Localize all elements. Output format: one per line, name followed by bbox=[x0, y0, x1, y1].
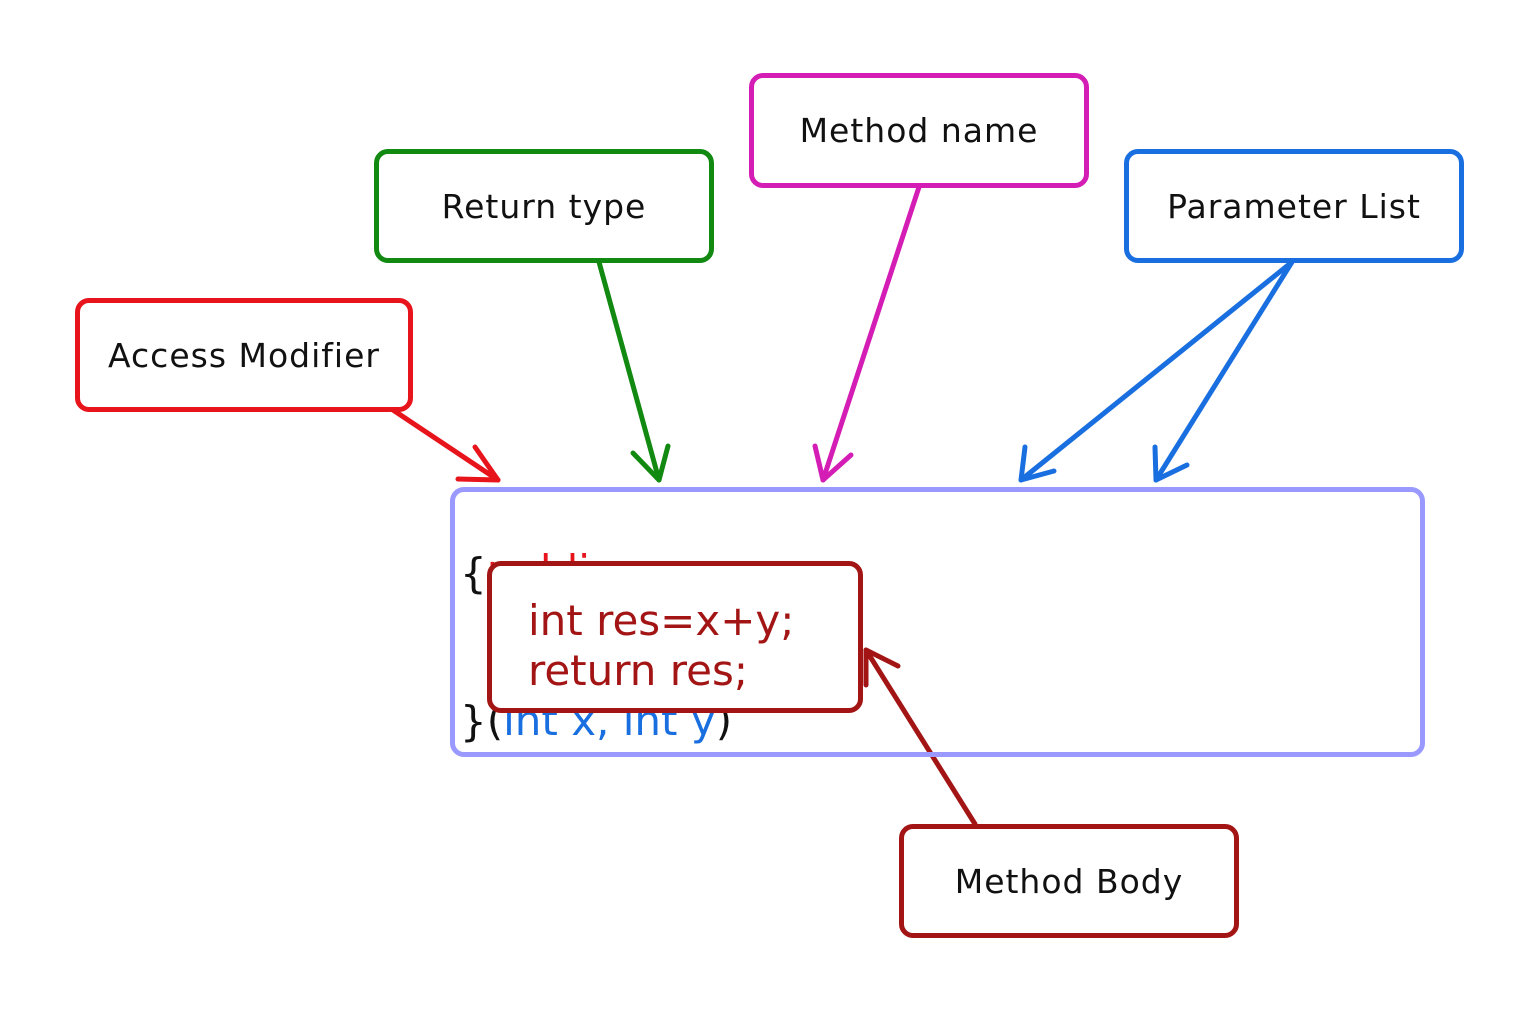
method-body-arrow bbox=[863, 647, 978, 827]
access-modifier-label: Access Modifier bbox=[75, 298, 413, 412]
method-name-label: Method name bbox=[749, 73, 1089, 188]
method-code-box bbox=[450, 487, 1425, 757]
method-name-arrow bbox=[812, 184, 922, 483]
parameter-list-label: Parameter List bbox=[1124, 149, 1464, 263]
body-line-2: return res; bbox=[528, 646, 748, 695]
parameter-list-text: Parameter List bbox=[1167, 186, 1421, 226]
method-body-label: Method Body bbox=[899, 824, 1239, 938]
close-brace: } bbox=[460, 697, 487, 746]
method-name-text: Method name bbox=[799, 111, 1039, 150]
return-type-arrow bbox=[596, 259, 671, 483]
method-body-text: Method Body bbox=[954, 861, 1184, 901]
return-type-label: Return type bbox=[374, 149, 714, 263]
open-brace: { bbox=[460, 549, 487, 598]
access-modifier-text: Access Modifier bbox=[108, 335, 380, 375]
return-type-text: Return type bbox=[441, 186, 647, 226]
access-modifier-arrow bbox=[390, 407, 501, 483]
body-line-1: int res=x+y; bbox=[528, 596, 795, 645]
parameter-list-arrows bbox=[1018, 259, 1295, 483]
method-body-box bbox=[487, 561, 863, 713]
